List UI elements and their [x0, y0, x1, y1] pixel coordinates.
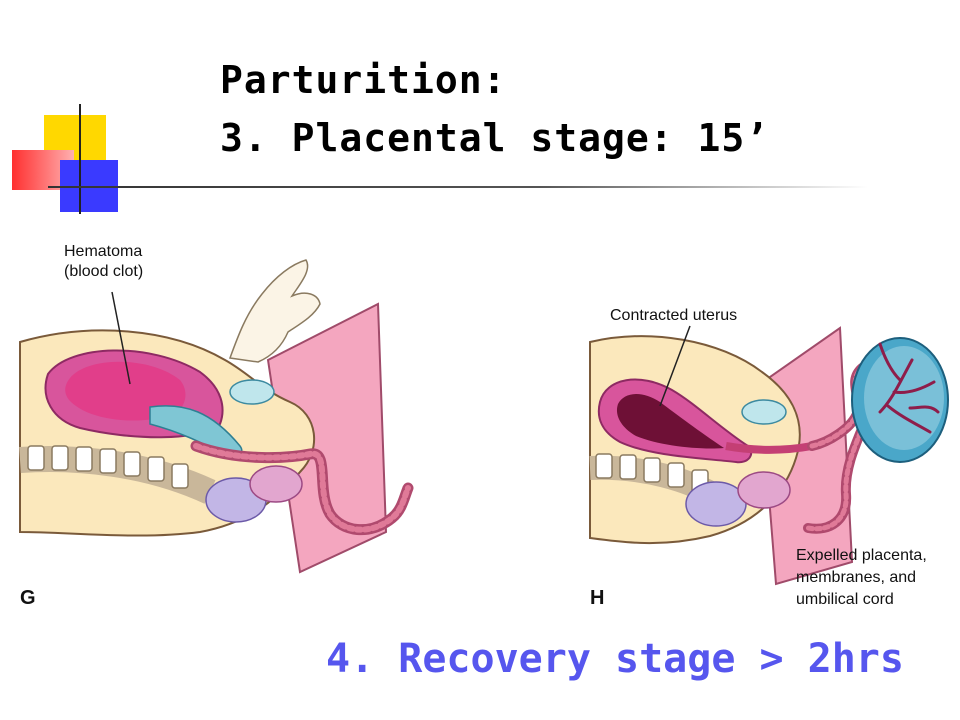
- contracted-uterus-label: Contracted uterus: [610, 307, 737, 324]
- panel-g-letter: G: [20, 587, 36, 609]
- slide-title-line2: 3. Placental stage: 15’: [220, 116, 770, 160]
- decor-vertical-line: [79, 104, 81, 214]
- slide-title-line1: Parturition:: [220, 58, 507, 102]
- blood-clot-label: (blood clot): [64, 263, 143, 280]
- panel-h-letter: H: [590, 587, 604, 609]
- title-underline: [48, 186, 868, 188]
- expelled-placenta-label-line2: membranes, and: [796, 569, 916, 586]
- panel-g-drawing: [19, 259, 414, 574]
- recovery-stage-caption: 4. Recovery stage > 2hrs: [326, 636, 904, 682]
- panel-h-drawing: [589, 325, 949, 586]
- hematoma-label: Hematoma: [64, 243, 142, 260]
- expelled-placenta-label-line3: umbilical cord: [796, 591, 894, 608]
- expelled-placenta-label-line1: Expelled placenta,: [796, 547, 927, 564]
- placental-stage-illustration: Hematoma (blood clot) G: [0, 232, 960, 620]
